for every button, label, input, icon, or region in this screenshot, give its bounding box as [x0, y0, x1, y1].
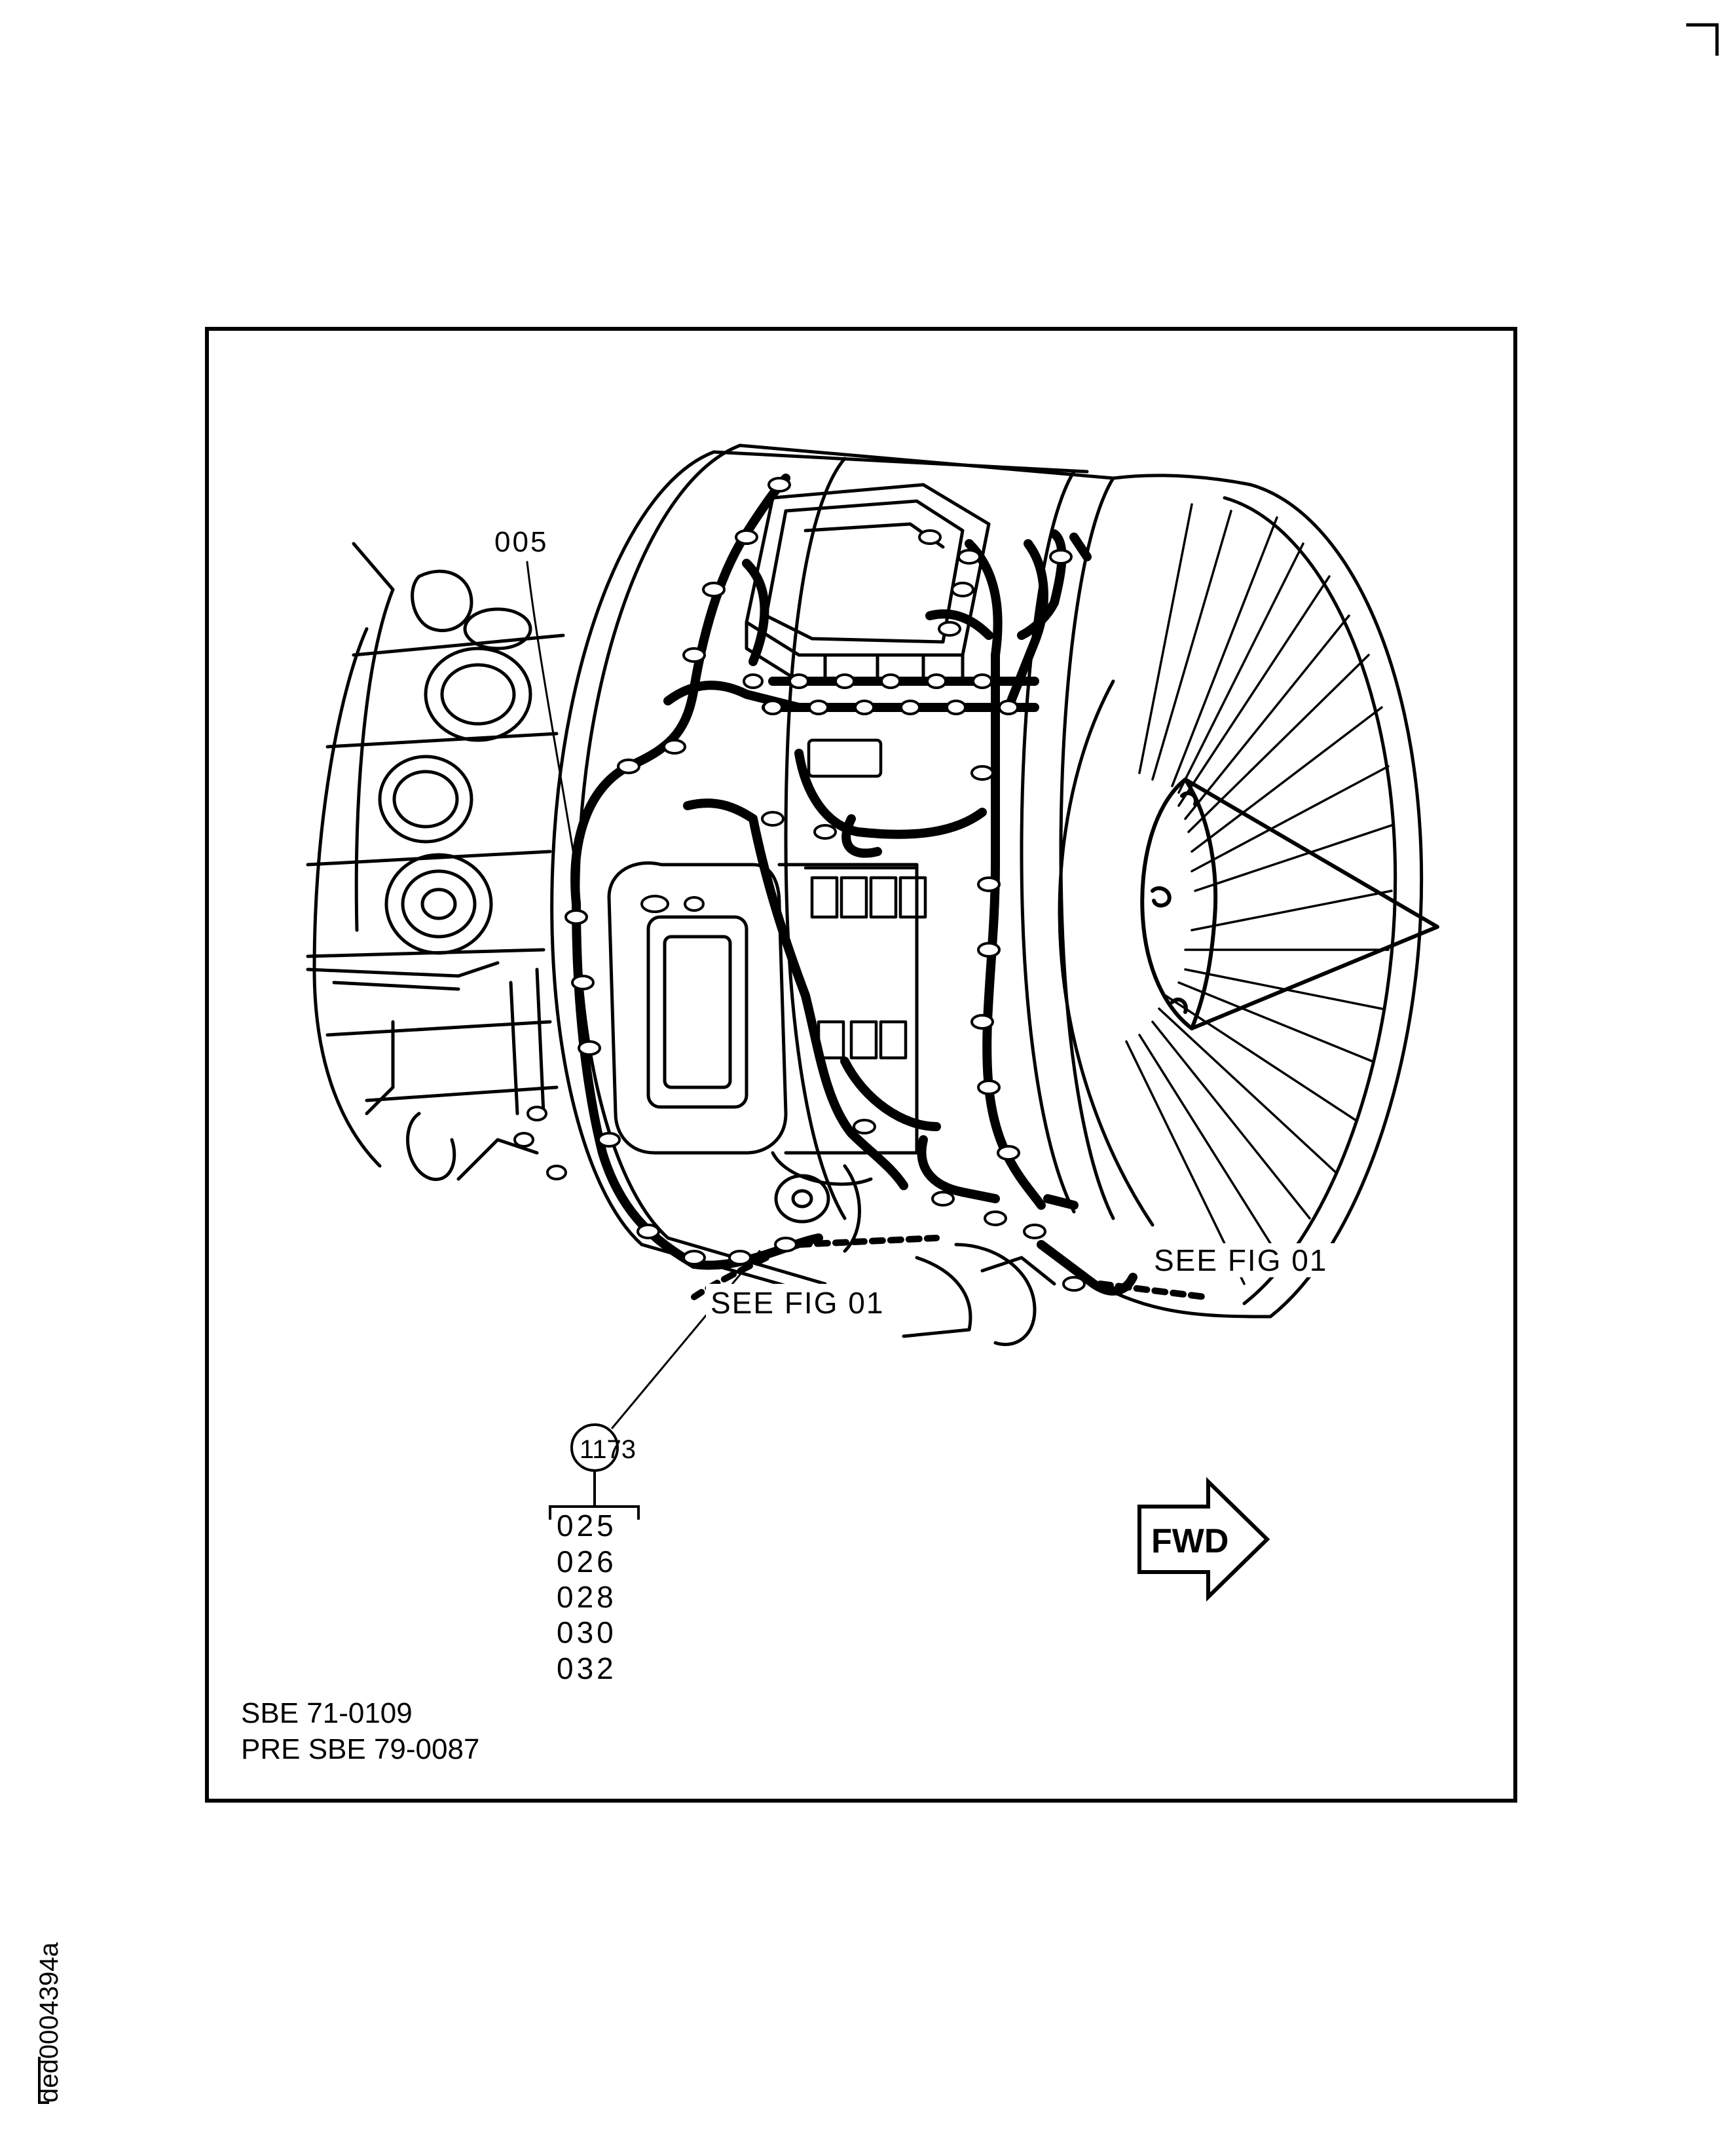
item-number: 026 — [557, 1545, 617, 1579]
crop-mark-icon — [1686, 23, 1719, 56]
spinner-cone — [1140, 778, 1439, 1030]
core-accessories — [306, 542, 565, 1181]
note-line-2: PRE SBE 79-0087 — [241, 1733, 479, 1765]
note-line-1: SBE 71-0109 — [241, 1697, 413, 1729]
callout-005-label: 005 — [494, 526, 548, 558]
see-fig-left-bg — [706, 1284, 902, 1318]
balloon-callout-icon: 1173 — [570, 1423, 636, 1472]
gearbox-block — [607, 861, 1056, 1347]
wiring-harness — [570, 474, 1137, 1296]
see-fig-right-bg — [1151, 1243, 1347, 1277]
item-number: 030 — [557, 1615, 617, 1649]
fan-blades — [1125, 503, 1393, 1285]
figure-frame — [205, 327, 1517, 1803]
engine-illustration — [306, 443, 1439, 1429]
item-number: 028 — [557, 1580, 617, 1614]
see-fig-right-label: SEE FIG 01 — [1154, 1243, 1327, 1277]
item-bracket — [549, 1471, 640, 1520]
balloon-number: 1173 — [580, 1435, 636, 1464]
item-number: 025 — [557, 1509, 617, 1543]
side-id-label: ded0004394a — [35, 1942, 64, 2103]
fwd-label: FWD — [1151, 1522, 1228, 1560]
callout-1173-leader — [611, 1250, 761, 1429]
control-box — [745, 483, 991, 683]
connector-modules — [803, 738, 927, 1060]
routing-dashed-lines — [691, 1235, 1208, 1300]
side-id-mark — [38, 2057, 49, 2104]
fwd-arrow-icon: FWD — [1137, 1476, 1270, 1602]
harness-clamps — [513, 477, 1086, 1292]
item-number: 032 — [557, 1651, 617, 1685]
callout-005-leader — [526, 561, 578, 872]
see-fig-left-label: SEE FIG 01 — [711, 1286, 884, 1320]
